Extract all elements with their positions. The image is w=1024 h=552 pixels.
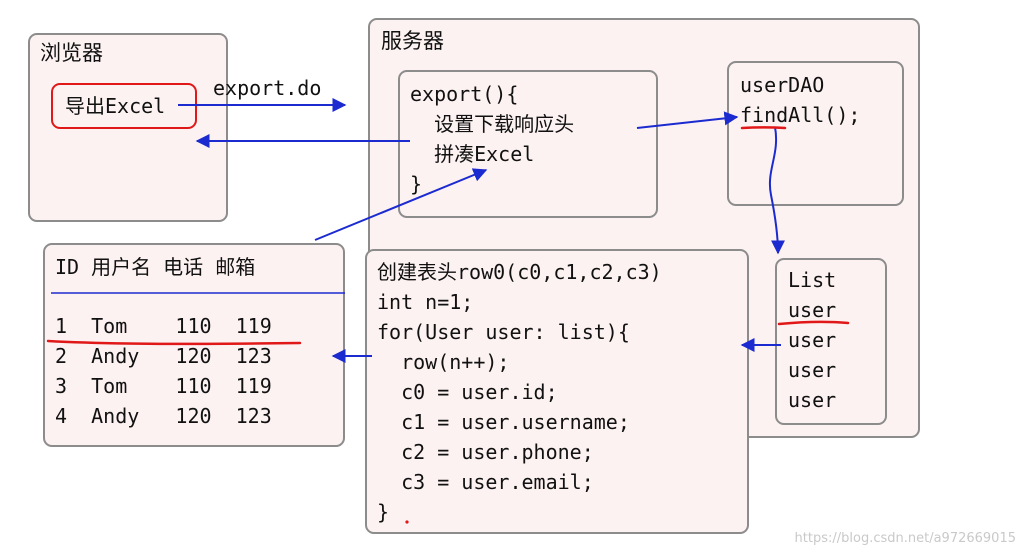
row-highlight-underline	[46, 339, 302, 346]
export-excel-label: 导出Excel	[65, 94, 166, 118]
code-line: 拼凑Excel	[410, 142, 535, 166]
server-title: 服务器	[381, 29, 444, 53]
code-line: c2 = user.phone;	[377, 440, 594, 464]
export-excel-button[interactable]: 导出Excel	[51, 83, 197, 129]
code-line: }	[410, 172, 423, 196]
table-row: 1 Tom 110 119	[55, 314, 272, 338]
browser-title: 浏览器	[40, 41, 103, 65]
table-row: 4 Andy 120 123	[55, 404, 272, 428]
code-line: int n=1;	[377, 290, 474, 314]
code-line: 创建表头row0(c0,c1,c2,c3)	[377, 260, 662, 284]
user-list-items: List user user user user	[788, 265, 836, 415]
code-line: userDAO	[740, 73, 825, 97]
excel-table-header: ID 用户名 电话 邮箱	[55, 255, 256, 279]
code-block-box	[365, 249, 749, 534]
code-line: row(n++);	[377, 350, 510, 374]
table-row: 3 Tom 110 119	[55, 374, 272, 398]
list-item: user	[788, 358, 837, 382]
excel-table-rows: 1 Tom 110 119 2 Andy 120 123 3 Tom 110 1…	[55, 311, 272, 431]
call-dao-arrow	[636, 111, 739, 129]
list-item: user	[788, 328, 837, 352]
user-dao-box	[727, 61, 904, 206]
user-list-box	[775, 258, 887, 425]
code-line: c3 = user.email;	[377, 470, 594, 494]
export-function-box	[398, 70, 658, 218]
list-item: List	[788, 268, 837, 292]
dao-to-list-arrow	[768, 126, 785, 255]
code-line: export(){	[410, 82, 519, 106]
code-line: c1 = user.username;	[377, 410, 630, 434]
list-item: user	[788, 298, 837, 322]
code-line: 设置下载响应头	[410, 112, 575, 136]
watermark: https://blog.csdn.net/a972669015	[794, 531, 1016, 546]
code-line: for(User user: list){	[377, 320, 630, 344]
list-item: user	[788, 388, 837, 412]
code-line: }	[377, 500, 402, 524]
table-row: 2 Andy 120 123	[55, 344, 272, 368]
list-user-underline	[777, 320, 850, 326]
code-block: 创建表头row0(c0,c1,c2,c3) int n=1; for(User …	[377, 257, 662, 527]
request-arrow-label: export.do	[213, 76, 322, 100]
user-dao-code: userDAO findAll();	[740, 70, 860, 130]
code-line: findAll();	[740, 103, 861, 127]
export-function-code: export(){ 设置下载响应头 拼凑Excel }	[410, 79, 574, 199]
code-line: c0 = user.id;	[377, 380, 558, 404]
table-to-export-arrow	[314, 168, 488, 241]
red-dot-mark	[405, 520, 409, 524]
find-all-underline	[740, 126, 787, 130]
